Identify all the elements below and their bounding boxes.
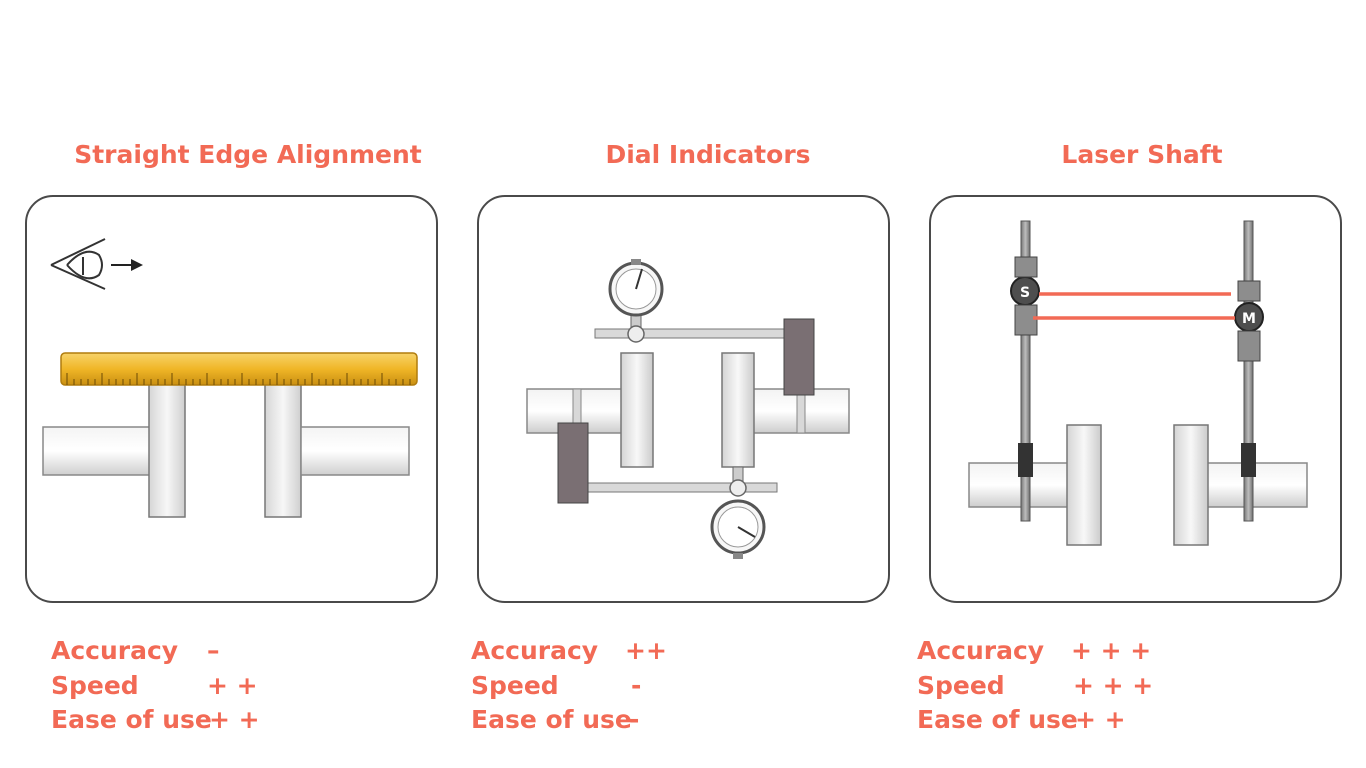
bottom-dial-gauge — [710, 466, 766, 559]
top-bracket-bar — [594, 328, 800, 339]
left-sensor-mount — [1010, 220, 1040, 522]
rating-row-accuracy: Accuracy + + + — [917, 634, 1317, 669]
right-hub — [264, 382, 302, 518]
rating-label: Speed — [917, 670, 1005, 700]
ratings-laser-shaft: Accuracy + + + Speed + + + Ease of use +… — [917, 634, 1317, 738]
panel-title-dial-indicators: Dial Indicators — [605, 140, 811, 169]
bottom-bracket-block — [557, 422, 589, 504]
right-hub — [1173, 424, 1209, 546]
rating-value: + + — [1075, 705, 1126, 734]
left-hub — [620, 352, 654, 468]
sensor-s-label: S — [1020, 285, 1030, 301]
ratings-dial-indicators: Accuracy ++ Speed - Ease of use - — [471, 634, 851, 738]
rating-value: + + — [207, 670, 258, 700]
straight-edge-illustration — [25, 195, 438, 603]
rating-row-accuracy: Accuracy – — [51, 634, 431, 669]
ratings-straight-edge: Accuracy – Speed + + Ease of use + + — [51, 634, 431, 738]
right-hub — [721, 352, 755, 468]
rating-row-ease-of-use: Ease of use + + — [917, 703, 1317, 738]
left-hub — [1066, 424, 1102, 546]
rating-value: + + + — [1071, 636, 1152, 665]
straight-edge-ruler — [60, 352, 418, 386]
rating-label: Accuracy — [471, 636, 599, 665]
dial-indicators-illustration — [477, 195, 890, 603]
rating-value: - — [629, 705, 640, 734]
panel-title-straight-edge: Straight Edge Alignment — [74, 140, 422, 169]
rating-label: Ease of use — [51, 705, 212, 734]
rating-label: Ease of use — [471, 705, 632, 734]
rating-label: Ease of use — [917, 705, 1078, 734]
top-dial-gauge — [608, 259, 664, 343]
rating-label: Speed — [51, 670, 139, 700]
sensor-m-label: M — [1242, 311, 1256, 327]
rating-label: Speed — [471, 670, 559, 700]
arrow-right-icon — [111, 259, 143, 271]
panel-title-laser-shaft: Laser Shaft — [1061, 140, 1223, 169]
eye-icon — [50, 238, 106, 290]
rating-label: Accuracy — [51, 636, 179, 665]
rating-value: + + + — [1073, 670, 1154, 700]
left-shaft — [42, 426, 154, 476]
right-sensor-mount — [1234, 220, 1264, 522]
rating-label: Accuracy — [917, 636, 1045, 665]
rating-row-ease-of-use: Ease of use + + — [51, 703, 431, 738]
rating-value: + + — [209, 705, 260, 734]
rating-row-accuracy: Accuracy ++ — [471, 634, 851, 669]
top-bracket-block — [783, 318, 815, 396]
rating-row-ease-of-use: Ease of use - — [471, 703, 851, 738]
rating-value: - — [631, 670, 642, 700]
right-shaft — [1206, 462, 1308, 508]
laser-shaft-illustration: S M — [929, 195, 1342, 603]
rating-value: – — [207, 636, 220, 665]
right-shaft — [300, 426, 410, 476]
rating-value: ++ — [625, 636, 667, 665]
left-hub — [148, 382, 186, 518]
rating-row-speed: Speed - — [471, 669, 851, 704]
rating-row-speed: Speed + + — [51, 669, 431, 704]
rating-row-speed: Speed + + + — [917, 669, 1317, 704]
